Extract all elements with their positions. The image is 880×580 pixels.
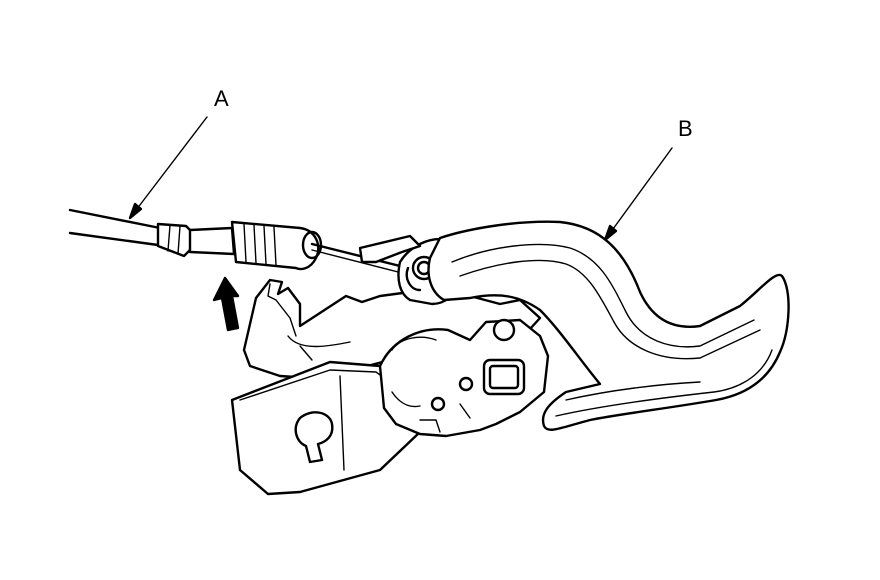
bracket-top-flange — [358, 234, 422, 264]
release-handle — [427, 220, 790, 431]
leader-line-b — [604, 147, 673, 241]
callout-label-a: A — [214, 86, 229, 111]
direction-arrow — [212, 276, 240, 332]
leader-arrowhead-a — [128, 202, 143, 220]
release-cable — [68, 208, 410, 275]
leader-arrowhead-b — [603, 224, 618, 242]
leader-line-a — [129, 116, 208, 219]
callout-label-b: B — [678, 116, 693, 141]
